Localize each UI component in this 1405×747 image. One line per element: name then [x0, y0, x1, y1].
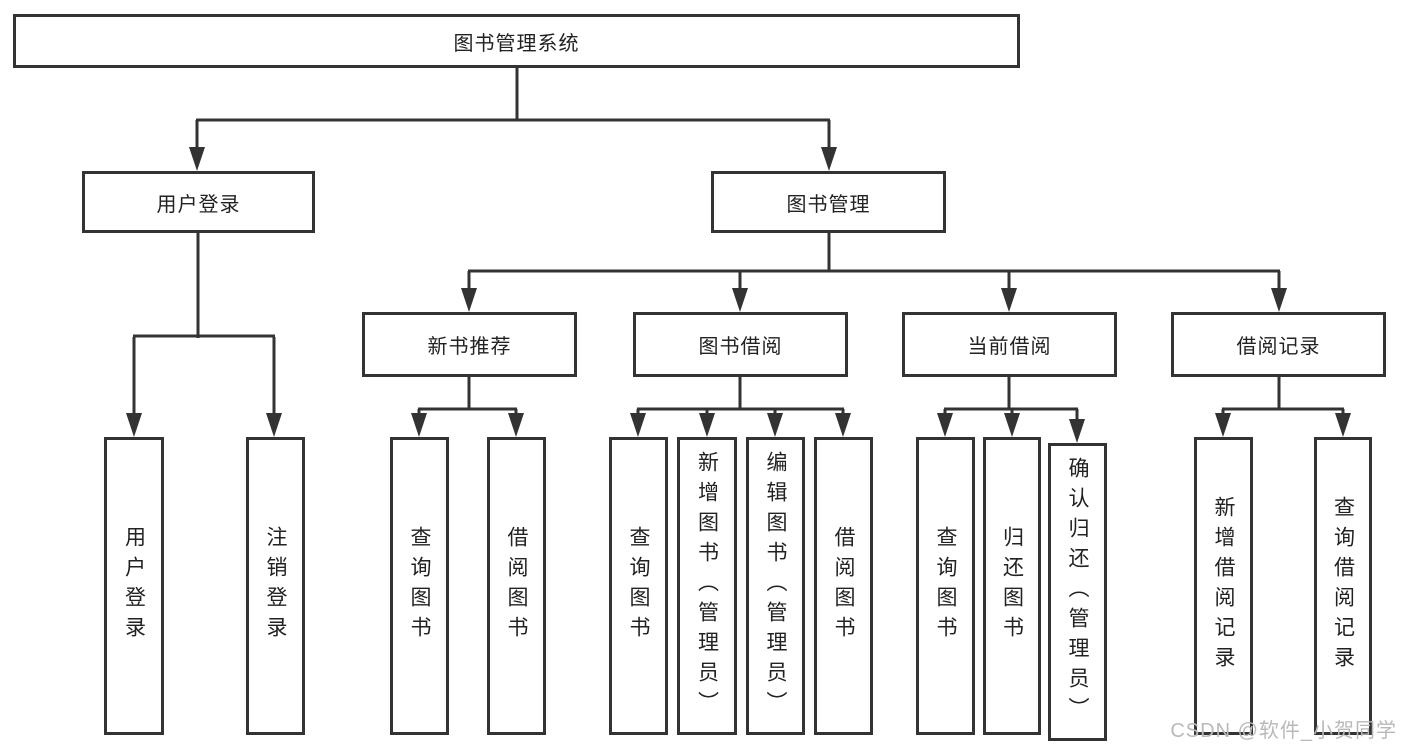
node-new-book-recommend: 新书推荐 — [362, 312, 577, 377]
leaf-borrow-book-label: 借阅图书 — [832, 526, 855, 646]
leaf-borrow-query-label: 查询图书 — [627, 526, 650, 646]
node-book-management-label: 图书管理 — [786, 193, 871, 216]
node-current-borrow: 当前借阅 — [902, 312, 1117, 377]
node-borrow-records: 借阅记录 — [1171, 312, 1386, 377]
node-root: 图书管理系统 — [13, 14, 1020, 68]
leaf-newbook-borrow: 借阅图书 — [487, 437, 546, 735]
node-user-login-branch: 用户登录 — [82, 171, 315, 233]
leaf-borrow-add-book: 新增图书（管理员） — [677, 437, 737, 735]
leaf-borrow-book: 借阅图书 — [814, 437, 873, 735]
leaf-query-record: 查询借阅记录 — [1314, 437, 1372, 735]
node-root-label: 图书管理系统 — [453, 32, 580, 55]
leaf-borrow-query: 查询图书 — [609, 437, 668, 735]
leaf-current-query: 查询图书 — [916, 437, 975, 735]
node-borrow-records-label: 借阅记录 — [1236, 336, 1321, 358]
leaf-logout: 注销登录 — [246, 437, 305, 735]
leaf-user-login: 用户登录 — [104, 437, 164, 735]
node-current-borrow-label: 当前借阅 — [967, 336, 1052, 358]
leaf-user-login-label: 用户登录 — [122, 526, 146, 646]
leaf-confirm-return: 确认归还（管理员） — [1048, 443, 1107, 741]
leaf-query-record-label: 查询借阅记录 — [1331, 496, 1355, 676]
leaf-newbook-borrow-label: 借阅图书 — [505, 526, 528, 646]
leaf-borrow-edit-book-label: 编辑图书（管理员） — [764, 451, 787, 721]
node-user-login-branch-label: 用户登录 — [156, 193, 241, 216]
leaf-current-query-label: 查询图书 — [934, 526, 957, 646]
leaf-return-book: 归还图书 — [983, 437, 1041, 735]
node-book-management: 图书管理 — [711, 171, 946, 233]
leaf-add-record: 新增借阅记录 — [1194, 437, 1253, 735]
leaf-logout-label: 注销登录 — [264, 526, 287, 646]
node-book-borrow-label: 图书借阅 — [698, 336, 783, 358]
leaf-confirm-return-label: 确认归还（管理员） — [1066, 457, 1089, 727]
leaf-borrow-edit-book: 编辑图书（管理员） — [746, 437, 805, 735]
leaf-borrow-add-book-label: 新增图书（管理员） — [695, 451, 719, 721]
node-new-book-recommend-label: 新书推荐 — [427, 336, 512, 358]
node-book-borrow: 图书借阅 — [633, 312, 848, 377]
leaf-newbook-query: 查询图书 — [390, 437, 449, 735]
leaf-add-record-label: 新增借阅记录 — [1212, 496, 1235, 676]
leaf-return-book-label: 归还图书 — [1000, 526, 1024, 646]
leaf-newbook-query-label: 查询图书 — [408, 526, 431, 646]
watermark: CSDN @软件_小贺同学 — [1170, 720, 1397, 742]
